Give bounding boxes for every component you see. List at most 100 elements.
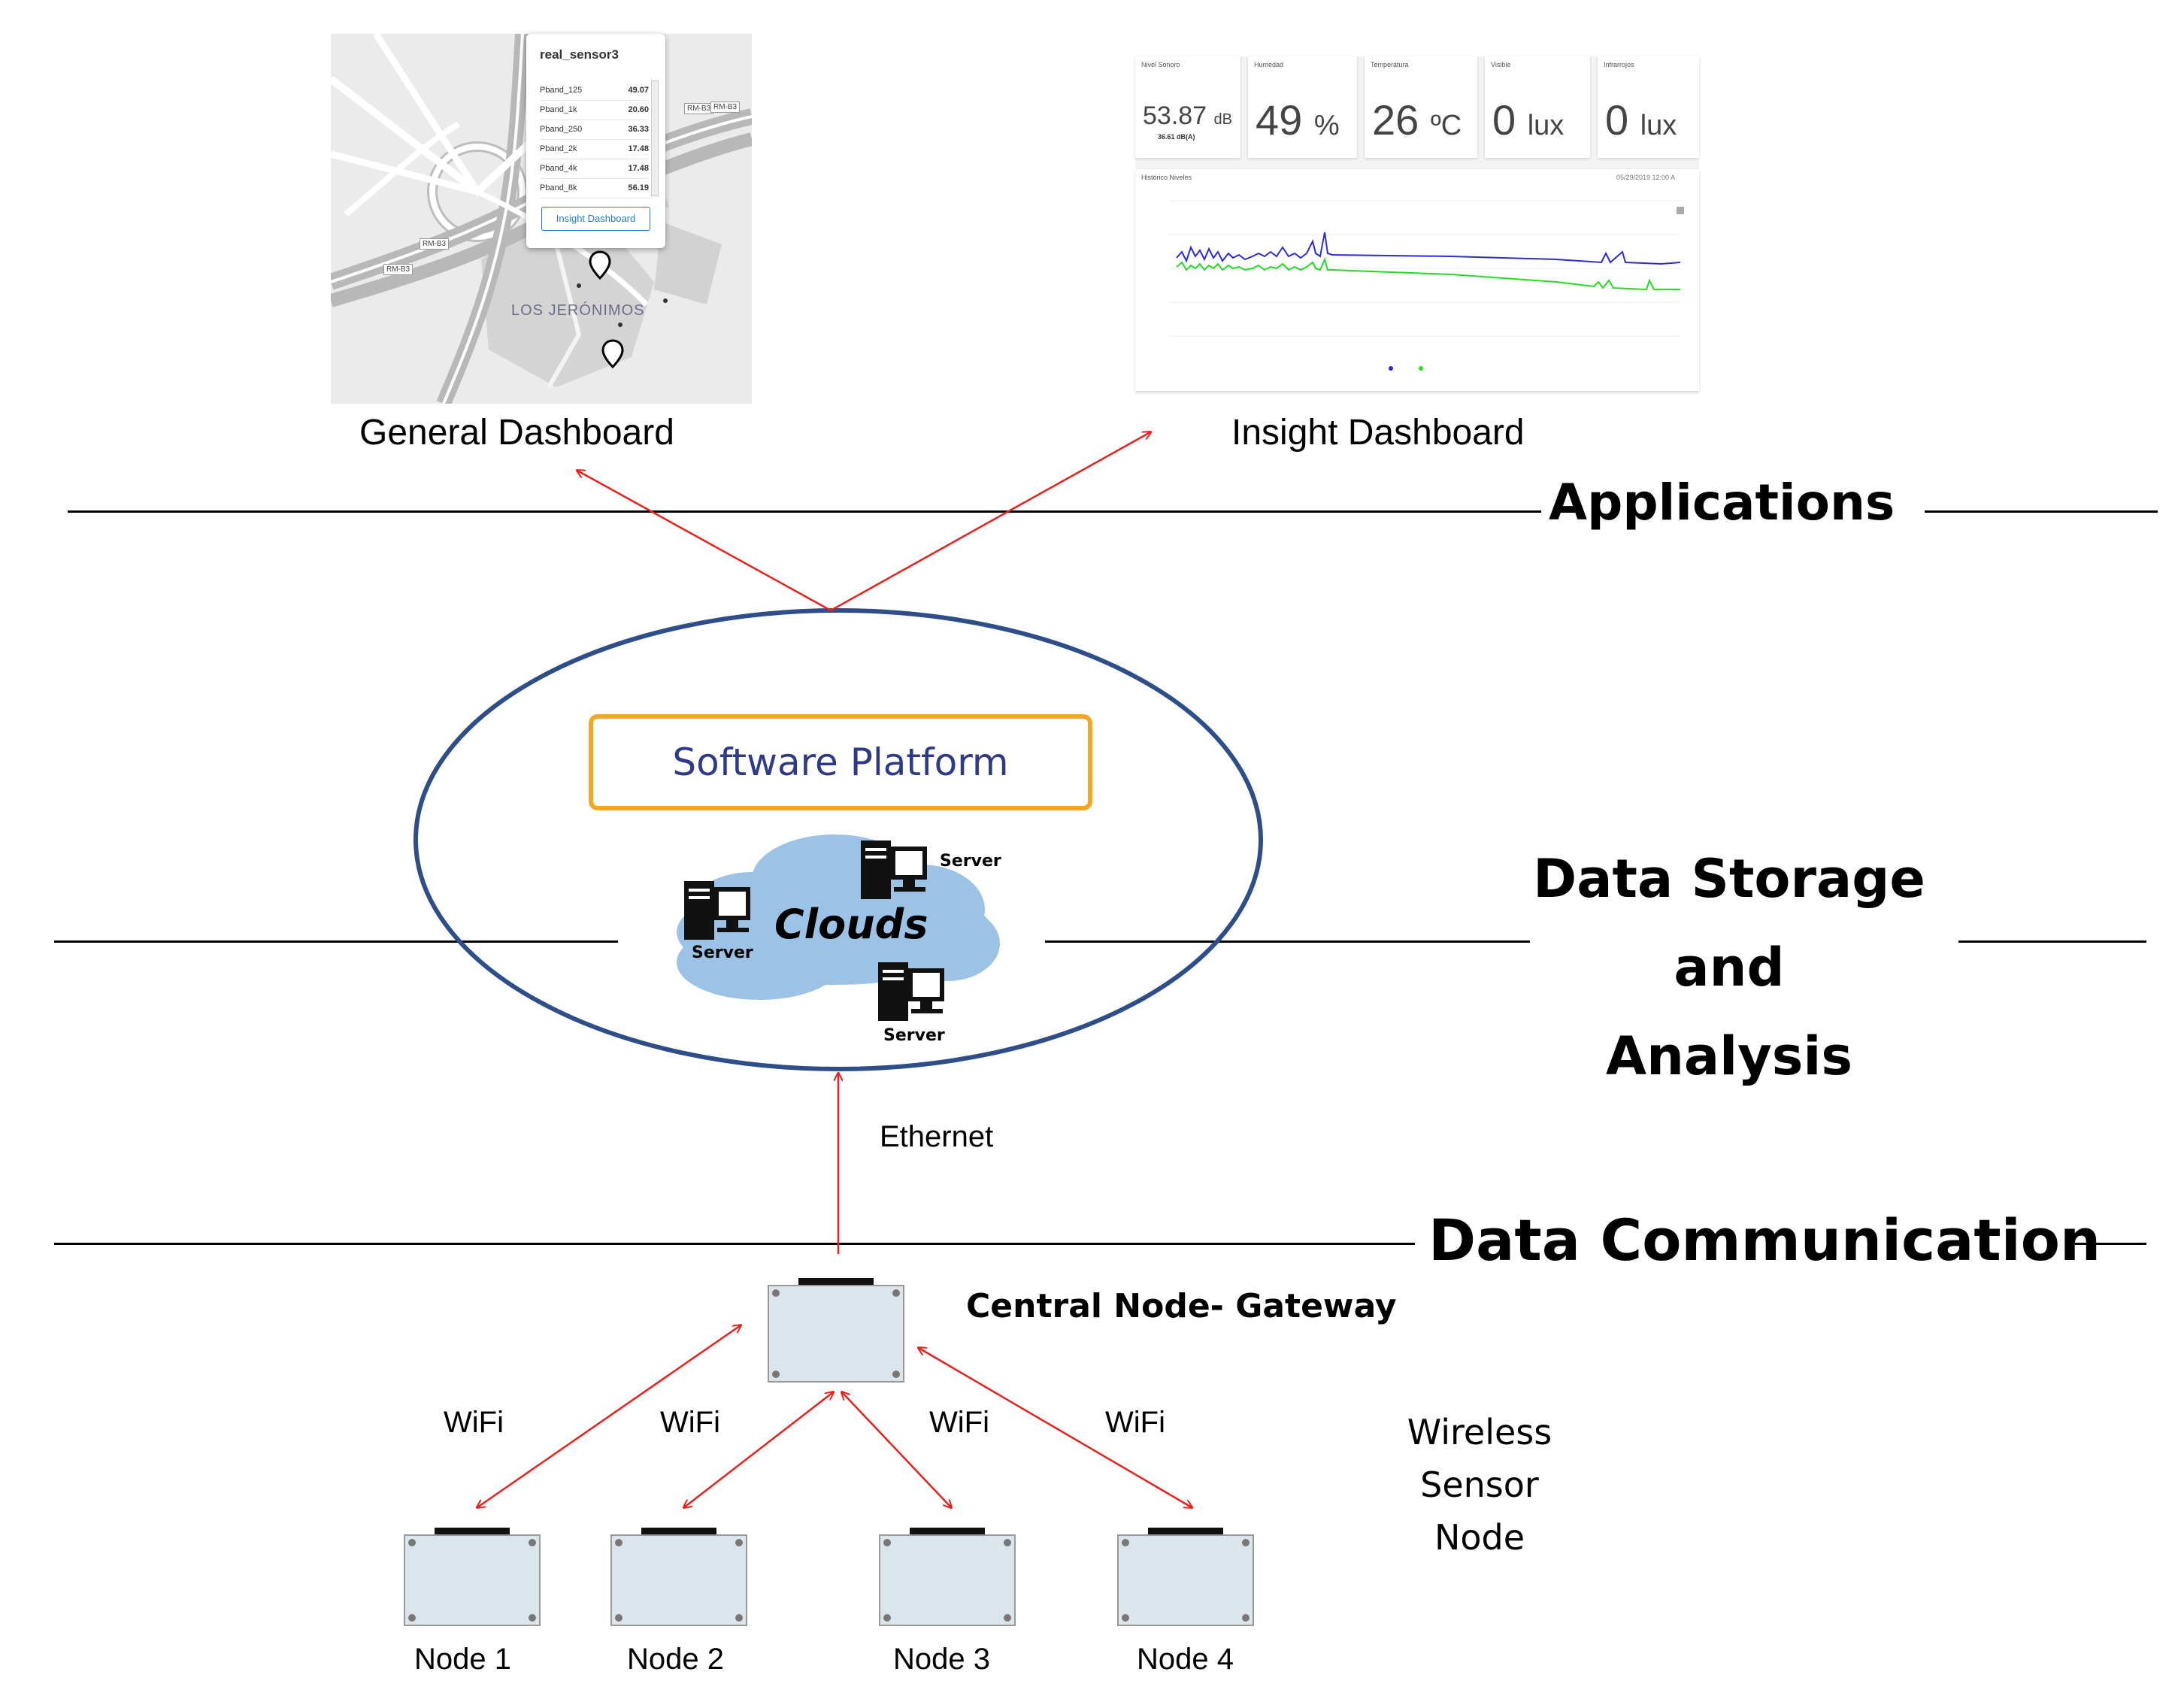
popup-row-name: Pband_8k xyxy=(540,183,577,192)
wireless-sensor-node-label: Wireless Sensor Node xyxy=(1407,1412,1552,1558)
sensor-node-icon xyxy=(404,1528,541,1626)
popup-row-value: 56.19 xyxy=(628,183,649,192)
wifi-label: WiFi xyxy=(1105,1406,1165,1439)
server-icon xyxy=(861,840,927,899)
ethernet-label: Ethernet xyxy=(880,1120,994,1153)
general-dashboard-caption: General Dashboard xyxy=(359,413,674,453)
platform-ellipse xyxy=(413,608,1263,1071)
road-label: RM-B3 xyxy=(710,101,741,113)
arrow-wifi-node2 xyxy=(684,1392,833,1507)
history-title: Histórico Niveles xyxy=(1141,174,1192,181)
road-label: RM-B3 xyxy=(420,238,450,250)
layer-title-data-communication: Data Communication xyxy=(1428,1207,2101,1274)
insight-dashboard-button[interactable]: Insight Dashboard xyxy=(541,207,650,231)
kpi-label: Visible xyxy=(1491,61,1511,68)
road-label: RM-B3 xyxy=(383,264,413,275)
map-marker-icon[interactable] xyxy=(589,250,611,280)
separator-communication-left xyxy=(54,1243,1415,1245)
software-platform-box: Software Platform xyxy=(589,714,1092,810)
kpi-unit: lux xyxy=(1527,110,1565,141)
kpi-number: 49 xyxy=(1256,96,1303,144)
wifi-label: WiFi xyxy=(660,1406,720,1439)
road-label: RM-B3 xyxy=(684,103,714,114)
arrow-to-general-dashboard xyxy=(577,471,831,612)
kpi-unit: lux xyxy=(1640,110,1677,141)
server-icon xyxy=(684,881,750,940)
server-label: Server xyxy=(940,852,1001,871)
node-label: Node 1 xyxy=(414,1643,511,1676)
software-platform-label: Software Platform xyxy=(672,741,1009,784)
popup-row-name: Pband_1k xyxy=(540,105,577,114)
kpi-sub-value: 36.61 dB(A) xyxy=(1158,133,1195,141)
popup-row: Pband_250 36.33 xyxy=(540,120,649,140)
separator-storage-mid xyxy=(1045,940,1530,943)
history-chart-panel: Histórico Niveles 05/29/2019 12:00 A xyxy=(1135,169,1699,391)
kpi-value: 26 ºC xyxy=(1372,95,1462,144)
server-icon xyxy=(878,962,944,1021)
wifi-label: WiFi xyxy=(444,1406,504,1439)
kpi-label: Temperatura xyxy=(1371,61,1409,68)
popup-scrollbar[interactable] xyxy=(651,80,659,196)
popup-row-name: Pband_250 xyxy=(540,125,583,134)
separator-storage-left xyxy=(54,940,618,943)
kpi-unit: dB xyxy=(1213,111,1233,128)
map-marker-icon[interactable] xyxy=(601,339,624,369)
series-line-green xyxy=(1176,257,1680,291)
popup-row: Pband_125 49.07 xyxy=(540,80,649,101)
popup-row-value: 17.48 xyxy=(628,164,649,173)
node-label: Node 2 xyxy=(627,1643,724,1676)
layer-title-data-storage: Data Storage and Analysis xyxy=(1519,834,1940,1101)
kpi-card-noise: Nivel Sonoro 53.87 dB 36.61 dB(A) xyxy=(1135,56,1240,158)
kpi-card-humidity: Humedad 49 % xyxy=(1248,56,1357,158)
kpi-label: Humedad xyxy=(1254,61,1284,68)
popup-row: Pband_1k 20.60 xyxy=(540,100,649,120)
popup-row: Pband_8k 56.19 xyxy=(540,178,649,198)
separator-applications-left xyxy=(68,510,1541,513)
popup-row-name: Pband_2k xyxy=(540,144,577,153)
map-area-label: LOS JERÓNIMOS xyxy=(511,302,645,319)
clouds-label: Clouds xyxy=(774,901,928,948)
layer-title-line: and xyxy=(1674,937,1785,998)
node-label: Node 4 xyxy=(1137,1643,1234,1676)
popup-row: Pband_4k 17.48 xyxy=(540,159,649,179)
separator-storage-right xyxy=(1958,940,2146,943)
popup-row-value: 36.33 xyxy=(628,125,649,134)
sensor-popup: real_sensor3 Pband_125 49.07 Pband_1k 20… xyxy=(526,34,665,248)
sensor-node-icon xyxy=(879,1528,1016,1626)
kpi-number: 26 xyxy=(1372,96,1419,144)
popup-row-value: 49.07 xyxy=(628,86,649,95)
layer-title-applications: Applications xyxy=(1549,474,1895,532)
arrow-wifi-node4 xyxy=(919,1348,1192,1507)
kpi-card-infrared: Infrarrojos 0 lux xyxy=(1598,56,1699,158)
separator-communication-right xyxy=(2075,1243,2146,1245)
sensor-node-icon xyxy=(1117,1528,1254,1626)
wifi-label: WiFi xyxy=(929,1406,989,1439)
popup-row-name: Pband_4k xyxy=(540,164,577,173)
kpi-unit: % xyxy=(1313,110,1340,141)
kpi-card-temperature: Temperatura 26 ºC xyxy=(1365,56,1477,158)
kpi-value: 0 lux xyxy=(1605,95,1677,144)
kpi-number: 0 xyxy=(1605,96,1629,144)
kpi-value: 53.87 dB xyxy=(1143,101,1232,131)
series-line-blue xyxy=(1176,232,1681,265)
kpi-value: 49 % xyxy=(1256,95,1340,144)
separator-applications-right xyxy=(1925,510,2158,513)
history-date: 05/29/2019 12:00 A xyxy=(1616,174,1676,181)
popup-row-value: 17.48 xyxy=(628,144,649,153)
popup-row: Pband_2k 17.48 xyxy=(540,139,649,159)
kpi-unit: ºC xyxy=(1430,110,1462,141)
sensor-node-icon xyxy=(610,1528,747,1626)
layer-title-line: Analysis xyxy=(1605,1025,1853,1087)
gateway-device-icon xyxy=(768,1278,904,1383)
kpi-label: Infrarrojos xyxy=(1604,61,1634,68)
kpi-number: 53.87 xyxy=(1143,101,1207,130)
server-label: Server xyxy=(692,943,753,962)
kpi-number: 0 xyxy=(1492,96,1516,144)
kpi-card-visible: Visible 0 lux xyxy=(1485,56,1590,158)
kpi-label: Nivel Sonoro xyxy=(1141,61,1180,68)
insight-dashboard-caption: Insight Dashboard xyxy=(1231,413,1525,453)
insight-dashboard-screenshot: Nivel Sonoro 53.87 dB 36.61 dB(A) Humeda… xyxy=(1135,56,1699,395)
server-label: Server xyxy=(883,1026,945,1045)
